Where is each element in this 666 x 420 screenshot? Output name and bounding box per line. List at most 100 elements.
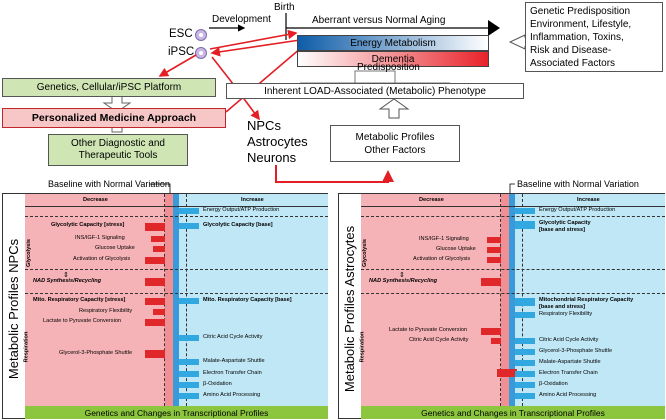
npc-dec-resp-flex: Respiratory Flexibility: [79, 308, 133, 314]
dementia-bar: Dementia: [297, 51, 489, 67]
predisposition-label: Predisposition: [357, 62, 420, 73]
astro-footer-label: Genetics and Changes in Transcriptional …: [421, 407, 605, 418]
cell-type-npcs: NPCs: [247, 118, 281, 133]
astro-inc-citric: Citric Acid Cycle Activity: [539, 337, 599, 343]
astro-baseline-center: [509, 194, 515, 406]
astro-inc-malate: Malate-Aspartate Shuttle: [539, 359, 601, 365]
npc-inc-malate: Malate-Aspartate Shuttle: [203, 358, 265, 364]
astro-glycolysis-label: Glycolysis: [362, 239, 368, 267]
astro-dec-ins: INS/IGF-1 Signaling: [419, 236, 469, 242]
astro-bar-resp-flex: [515, 312, 535, 318]
astro-inc-etc: Electron Transfer Chain: [539, 370, 598, 376]
npc-panel-title: Metabolic Profiles NPCs: [6, 238, 21, 380]
npc-nad-label: NAD Synthesis/Recycling: [33, 278, 102, 284]
npc-dec-activation: Activation of Glycolysis: [73, 256, 131, 262]
aging-label: Aberrant versus Normal Aging: [312, 15, 446, 26]
genetic-factors-line-1: Genetic Predisposition: [530, 5, 631, 17]
npc-bar-glyco-stress: [145, 223, 165, 231]
astro-bar-activation: [487, 257, 501, 263]
personalized-medicine-box: Personalized Medicine Approach: [2, 108, 226, 128]
astro-increase-region: [515, 194, 665, 406]
esc-icon: [195, 29, 207, 41]
genetic-factors-line-2: Environment, Lifestyle,: [530, 18, 632, 30]
npc-increase-region: [179, 194, 328, 406]
astro-bar-energy: [515, 208, 535, 214]
other-tools-box: Other Diagnostic and Therapeutic Tools: [48, 134, 188, 166]
npc-bar-energy: [179, 208, 199, 214]
other-tools-line-2: Therapeutic Tools: [78, 150, 158, 161]
npc-inc-energy: Energy Output/ATP Production: [203, 207, 280, 213]
npc-increase-header: Increase: [241, 197, 264, 203]
esc-label: ESC: [169, 28, 193, 40]
npc-sep-2: [25, 269, 328, 270]
astro-inc-mito-sub: [base and stress]: [539, 304, 586, 310]
astro-bar-glyco: [515, 221, 535, 229]
astro-bar-citric-dec: [491, 338, 501, 344]
cell-type-astrocytes: Astrocytes: [247, 134, 308, 149]
npc-bar-lactate: [145, 319, 165, 326]
astro-panel-title: Metabolic Profiles Astrocytes: [342, 225, 357, 393]
energy-metabolism-label: Energy Metabolism: [350, 37, 436, 49]
other-tools-line-1: Other Diagnostic and: [71, 138, 165, 149]
astro-inc-mito: Mitochondrial Respiratory Capacity: [539, 297, 634, 303]
npc-bar-glycerol: [145, 350, 165, 358]
astro-inc-beta: β-Oxidation: [539, 381, 568, 387]
astro-increase-header: Increase: [577, 197, 600, 203]
astro-header-divider: [361, 206, 665, 207]
npc-bar-citric: [179, 335, 199, 341]
astro-bar-lactate: [481, 328, 501, 335]
astro-sep-2: [361, 269, 665, 270]
npc-bar-etc: [179, 371, 199, 377]
phenotype-label: Inherent LOAD-Associated (Metabolic) Phe…: [264, 85, 486, 97]
astro-dec-glucose: Glucose Uptake: [436, 246, 476, 252]
metabolic-profiles-box: Metabolic Profiles Other Factors: [330, 125, 460, 162]
dementia-label: Dementia: [371, 53, 415, 65]
npc-bar-mito-base: [179, 298, 199, 304]
npc-nad-arrow-icon: ⇕: [63, 272, 69, 279]
astro-nad-arrow-icon: ⇕: [399, 272, 405, 279]
astro-bar-malate: [515, 360, 535, 366]
astro-footer: Genetics and Changes in Transcriptional …: [361, 406, 665, 419]
astro-dec-lactate: Lactate to Pyruvate Conversion: [389, 327, 468, 333]
npc-dec-glyco-stress: Glycolytic Capacity [stress]: [51, 222, 125, 228]
astro-nad-label: NAD Synthesis/Recycling: [369, 278, 438, 284]
astro-bar-etc: [515, 371, 535, 377]
astro-panel: Metabolic Profiles Astrocytes Decrease I…: [338, 193, 665, 419]
astro-sep-1: [361, 216, 665, 217]
baseline-label-left: Baseline with Normal Variation: [48, 179, 170, 189]
npc-respiration-label: Respiration: [23, 331, 30, 363]
npc-bar-amino: [179, 393, 199, 399]
npc-bar-nad: [145, 278, 165, 286]
npc-sep-3: [25, 293, 328, 294]
birth-label: Birth: [274, 2, 295, 13]
astro-bar-mito: [515, 298, 535, 306]
baseline-label-right: Baseline with Normal Variation: [517, 179, 639, 189]
astro-decrease-header: Decrease: [419, 197, 444, 203]
astro-bar-ins: [487, 237, 501, 243]
astro-bar-etc-dec: [497, 369, 517, 377]
genetic-factors-line-4: Risk and Disease-: [530, 44, 612, 56]
astro-inc-energy: Energy Output/ATP Production: [539, 207, 616, 213]
ipsc-label: iPSC: [168, 46, 195, 58]
npc-dec-glucose: Glucose Uptake: [95, 245, 135, 251]
development-label: Development: [212, 14, 271, 25]
metabolic-profiles-line-2: Other Factors: [364, 144, 426, 156]
platform-box: Genetics, Cellular/iPSC Platform: [2, 78, 216, 97]
npc-bar-resp-flex: [153, 309, 165, 315]
npc-footer: Genetics and Changes in Transcriptional …: [25, 406, 328, 419]
npc-dec-mito-stress: Mito. Respiratory Capacity [stress]: [33, 297, 126, 303]
npc-sep-1: [25, 216, 328, 217]
astro-inc-glyco-sub: [base and stress]: [539, 227, 586, 233]
cell-types-label: NPCs Astrocytes Neurons: [247, 118, 308, 166]
astro-inc-amino: Amino Acid Processing: [539, 392, 597, 398]
npc-inc-citric: Citric Acid Cycle Activity: [203, 334, 263, 340]
npc-panel: Metabolic Profiles NPCs Decrease Increas…: [2, 193, 328, 419]
astro-sep-3: [361, 293, 665, 294]
astro-decrease-region: [361, 194, 511, 406]
npc-inc-glyco-base: Glycolytic Capacity [base]: [203, 222, 273, 228]
genetic-factors-line-5: Associated Factors: [530, 57, 616, 69]
npc-baseline-center: [173, 194, 179, 406]
astro-bar-beta: [515, 382, 535, 388]
energy-metabolism-bar: Energy Metabolism: [297, 35, 489, 51]
npc-bar-beta: [179, 382, 199, 388]
